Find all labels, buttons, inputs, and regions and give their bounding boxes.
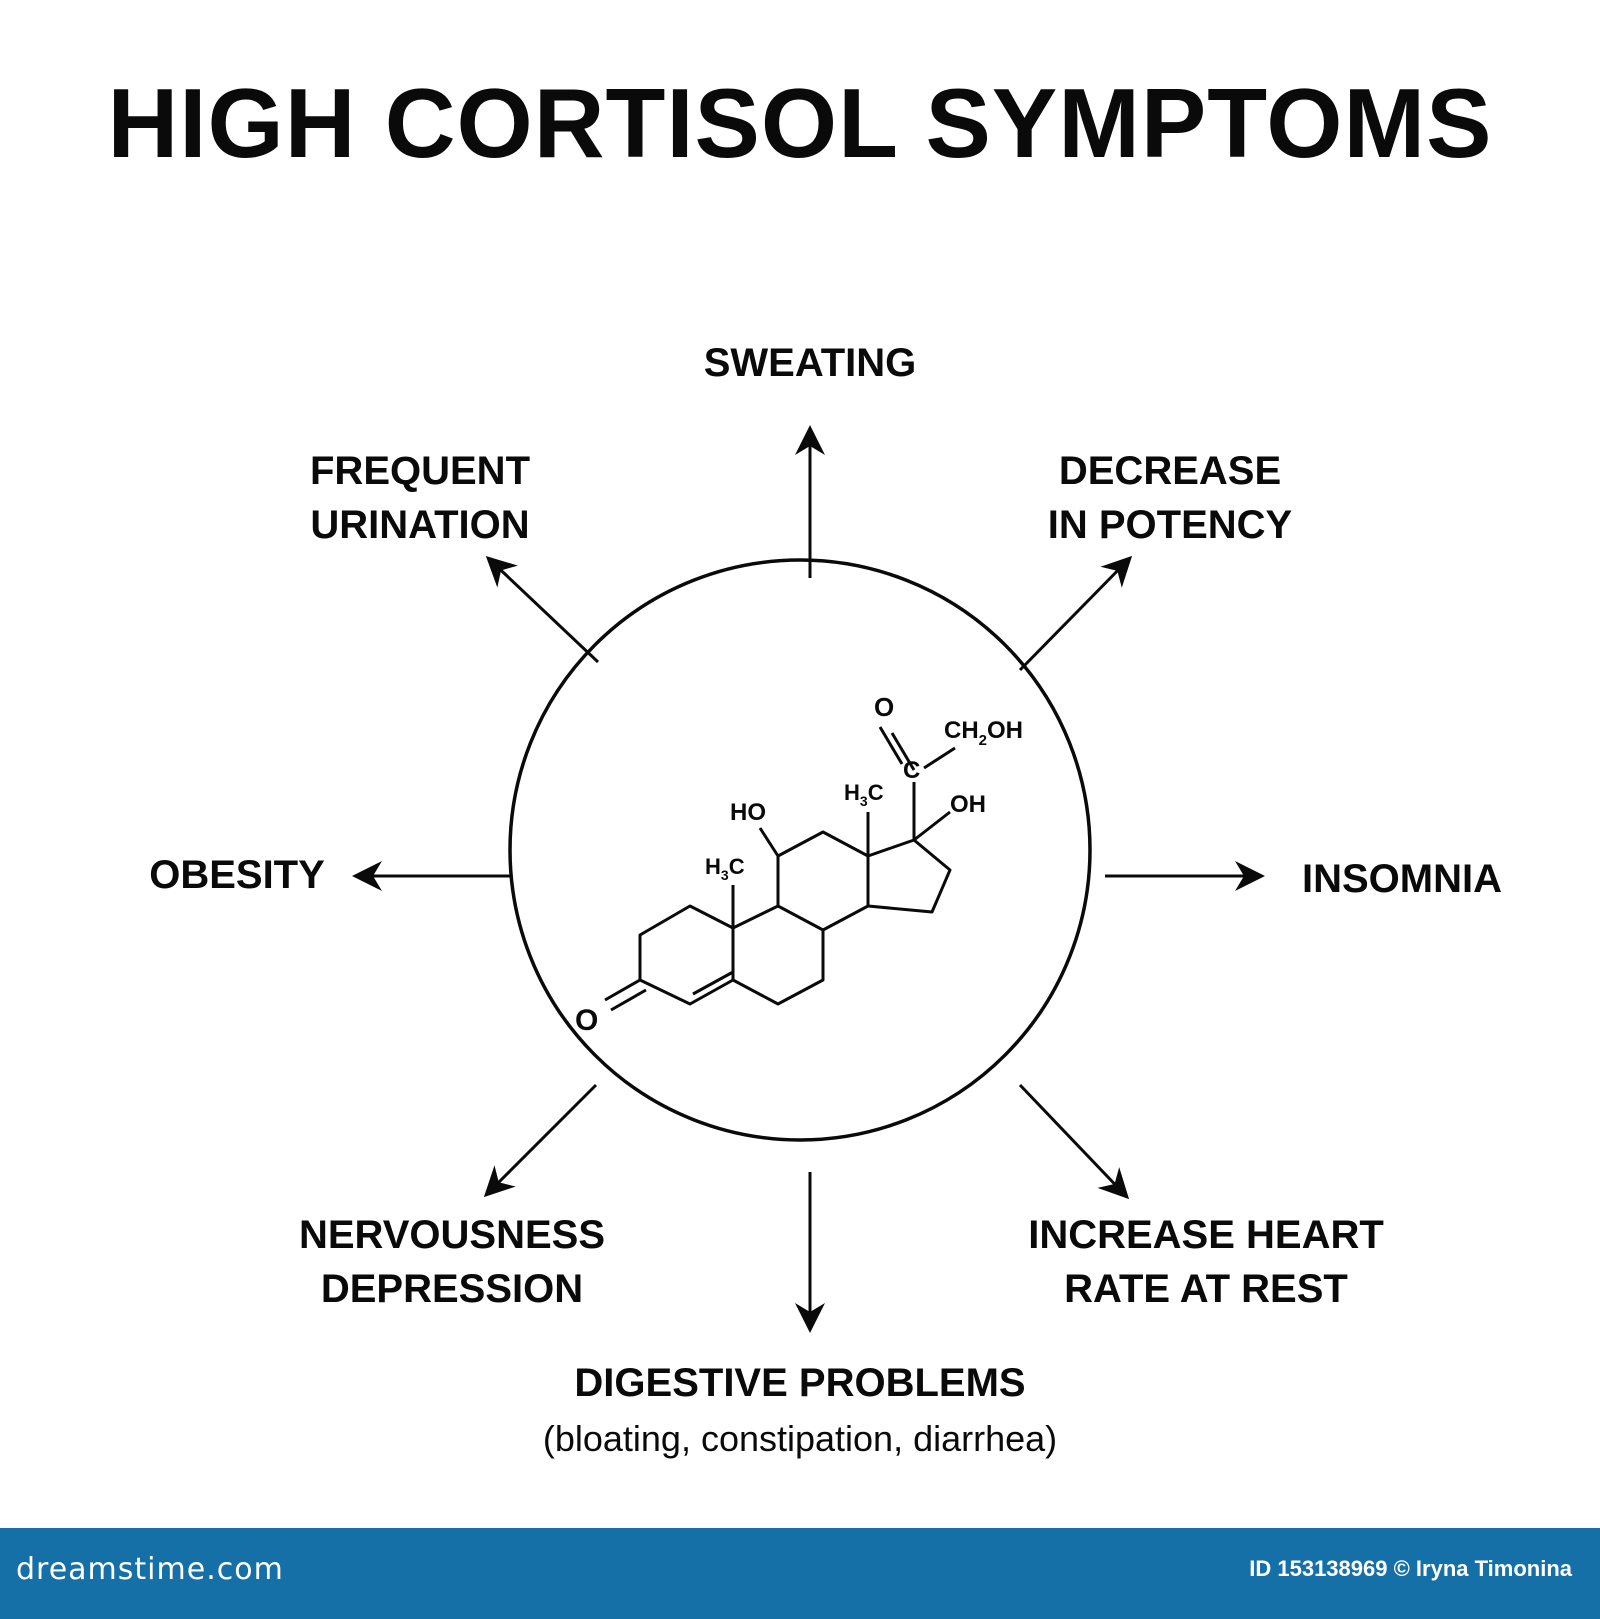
methyl-lower: H3C (705, 854, 745, 883)
cortisol-diagram: O O C CH2OH HO OH H3C H3C (352, 425, 1265, 1333)
label-digestive-detail: (bloating, constipation, diarrhea) (542, 1418, 1058, 1459)
side-carbon: C (903, 757, 920, 784)
footer-bar: dreamstime.com ID 153138969 © Iryna Timo… (0, 1528, 1600, 1619)
structure-labels: O O C CH2OH HO OH H3C H3C (575, 692, 1023, 1037)
arrow-lower-right (1018, 1083, 1130, 1200)
cortisol-structure (604, 726, 956, 1012)
arrow-upper-left (485, 555, 600, 664)
methyl-upper: H3C (844, 780, 884, 809)
arrow-upper-right (1018, 555, 1133, 672)
label-increase-heart-rate: INCREASE HEART RATE AT REST (1028, 1213, 1384, 1311)
label-obesity: OBESITY (149, 853, 325, 897)
hydroxyl-left: HO (730, 799, 766, 826)
ch2oh-group: CH2OH (944, 717, 1023, 749)
brand-logo[interactable]: dreamstime.com (16, 1552, 284, 1587)
label-digestive-problems: DIGESTIVE PROBLEMS (574, 1361, 1026, 1405)
arrows (352, 425, 1265, 1333)
central-circle (508, 558, 1092, 1142)
image-credit: ID 153138969 © Iryna Timonina (1249, 1556, 1572, 1581)
label-decrease-potency: DECREASE IN POTENCY (1047, 449, 1293, 547)
ketone-oxygen: O (575, 1004, 598, 1037)
side-oxygen: O (874, 692, 894, 722)
label-frequent-urination: FREQUENT URINATION (310, 449, 530, 547)
label-insomnia: INSOMNIA (1302, 857, 1502, 901)
label-sweating: SWEATING (703, 341, 917, 385)
arrow-lower-left (483, 1083, 598, 1198)
page-title: HIGH CORTISOL SYMPTOMS (107, 68, 1493, 178)
label-nervousness-depression: NERVOUSNESS DEPRESSION (298, 1213, 605, 1311)
hydroxyl-right: OH (950, 791, 986, 818)
